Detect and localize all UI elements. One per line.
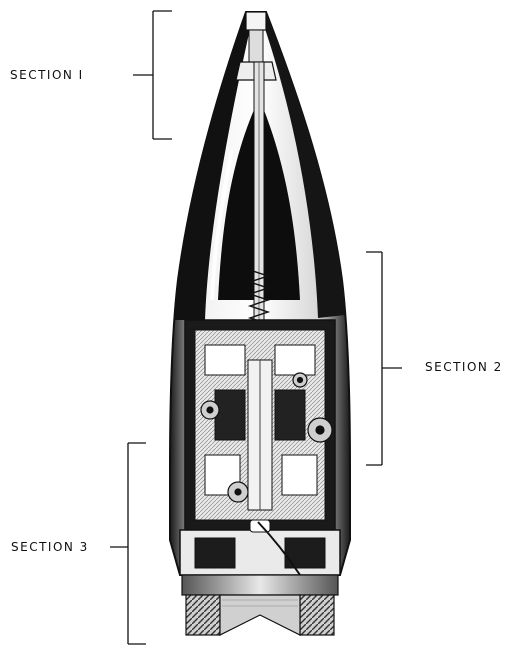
section-1-label: SECTION I xyxy=(10,68,84,82)
bracket-section-1 xyxy=(133,10,172,140)
mechanism-housing xyxy=(184,319,336,531)
bracket-section-3 xyxy=(110,442,146,645)
lower-section xyxy=(179,519,341,576)
bracket-section-2 xyxy=(366,251,402,466)
section-2-label: SECTION 2 xyxy=(425,360,503,374)
threaded-base xyxy=(181,574,339,636)
section-3-label: SECTION 3 xyxy=(11,540,89,554)
